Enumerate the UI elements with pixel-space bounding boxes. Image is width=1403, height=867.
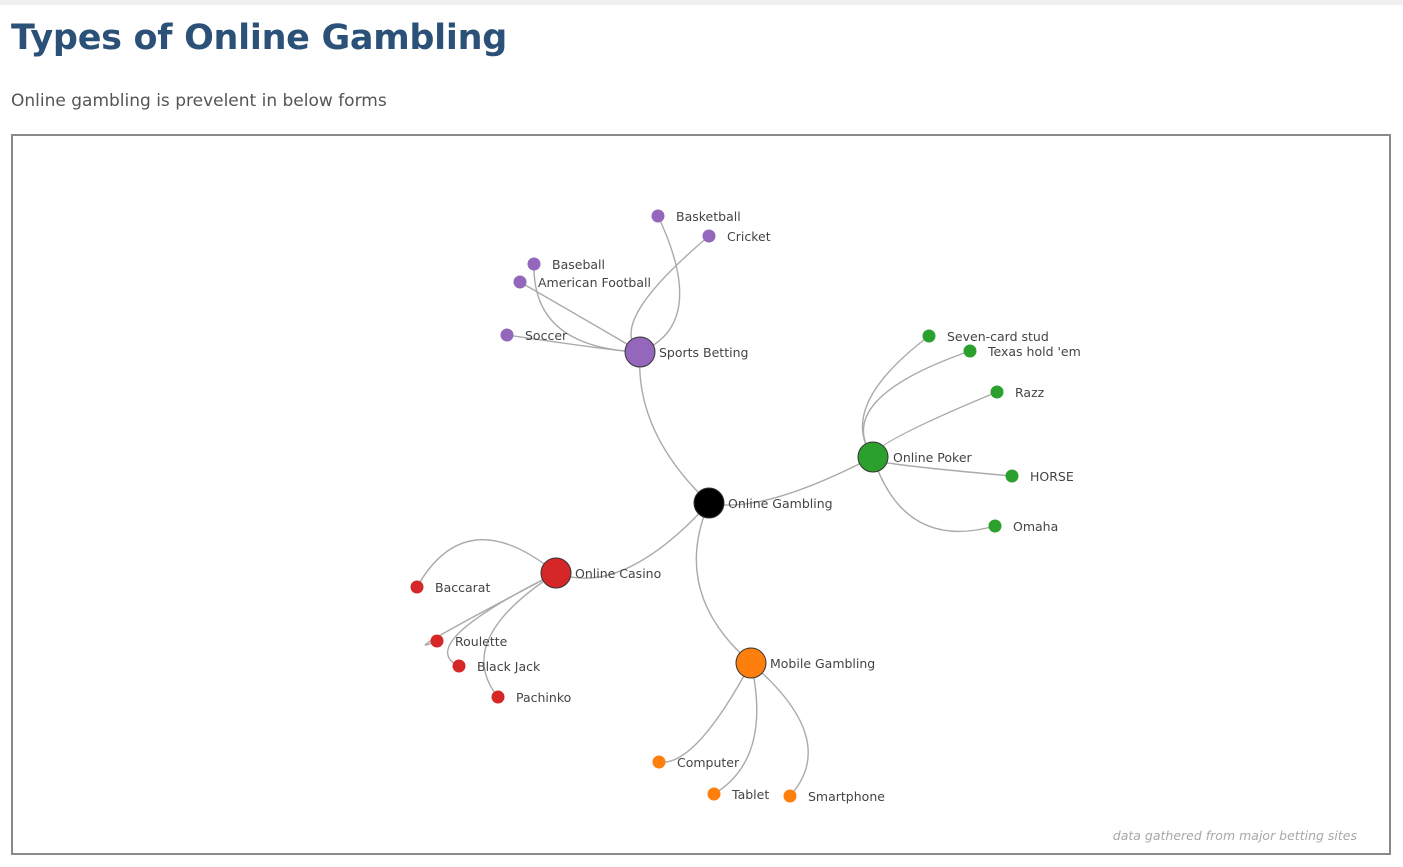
label-soccer: Soccer xyxy=(525,328,568,343)
node-omaha xyxy=(988,519,1002,533)
label-basketball: Basketball xyxy=(676,209,741,224)
node-computer xyxy=(652,755,666,769)
link-root-mobile-gambling xyxy=(695,502,752,664)
node-horse xyxy=(1005,469,1019,483)
label-sports-betting: Sports Betting xyxy=(659,345,748,360)
label-online-poker: Online Poker xyxy=(893,450,973,465)
label-mobile-gambling: Mobile Gambling xyxy=(770,656,875,671)
label-razz: Razz xyxy=(1015,385,1045,400)
node-american-football xyxy=(513,275,527,289)
node-pachinko xyxy=(491,690,505,704)
label-online-gambling: Online Gambling xyxy=(728,496,833,511)
node-online-poker xyxy=(857,441,889,473)
link-root-sports-betting xyxy=(638,351,710,504)
nodes-layer xyxy=(410,209,1019,803)
node-online-gambling xyxy=(693,487,725,519)
label-computer: Computer xyxy=(677,755,740,770)
node-online-casino xyxy=(540,557,572,589)
node-mobile-gambling xyxy=(735,647,767,679)
link-online-casino-black-jack xyxy=(447,572,557,667)
label-horse: HORSE xyxy=(1030,469,1074,484)
label-online-casino: Online Casino xyxy=(575,566,661,581)
link-sports-betting-cricket xyxy=(630,235,710,353)
label-smartphone: Smartphone xyxy=(808,789,885,804)
node-roulette xyxy=(430,634,444,648)
link-online-poker-razz xyxy=(872,391,998,458)
link-mobile-gambling-tablet xyxy=(713,662,758,795)
link-mobile-gambling-computer xyxy=(658,662,752,763)
node-cricket xyxy=(702,229,716,243)
page-title: Types of Online Gambling xyxy=(11,18,507,58)
label-pachinko: Pachinko xyxy=(516,690,571,705)
link-root-online-casino xyxy=(555,502,710,579)
footnote: data gathered from major betting sites xyxy=(1112,828,1357,843)
node-razz xyxy=(990,385,1004,399)
node-basketball xyxy=(651,209,665,223)
link-online-poker-texas-hold-em xyxy=(862,350,971,458)
node-baccarat xyxy=(410,580,424,594)
top-bar xyxy=(0,0,1403,5)
page-subtitle: Online gambling is prevelent in below fo… xyxy=(11,91,387,111)
node-soccer xyxy=(500,328,514,342)
link-online-casino-baccarat xyxy=(416,539,557,588)
node-seven-card-stud xyxy=(922,329,936,343)
node-sports-betting xyxy=(624,336,656,368)
label-tablet: Tablet xyxy=(731,787,769,802)
label-omaha: Omaha xyxy=(1013,519,1058,534)
label-roulette: Roulette xyxy=(455,634,508,649)
label-baseball: Baseball xyxy=(552,257,605,272)
label-black-jack: Black Jack xyxy=(477,659,541,674)
link-online-poker-omaha xyxy=(872,456,996,533)
label-american-football: American Football xyxy=(538,275,651,290)
link-mobile-gambling-smartphone xyxy=(750,662,809,797)
link-sports-betting-basketball xyxy=(639,215,681,353)
node-baseball xyxy=(527,257,541,271)
label-seven-card-stud: Seven-card stud xyxy=(947,329,1049,344)
label-texas-hold-em: Texas hold 'em xyxy=(987,344,1081,359)
label-cricket: Cricket xyxy=(727,229,771,244)
label-baccarat: Baccarat xyxy=(435,580,490,595)
link-online-poker-seven-card-stud xyxy=(861,335,930,458)
link-online-casino-pachinko xyxy=(483,572,557,698)
node-tablet xyxy=(707,787,721,801)
node-black-jack xyxy=(452,659,466,673)
node-texas-hold-em xyxy=(963,344,977,358)
node-smartphone xyxy=(783,789,797,803)
